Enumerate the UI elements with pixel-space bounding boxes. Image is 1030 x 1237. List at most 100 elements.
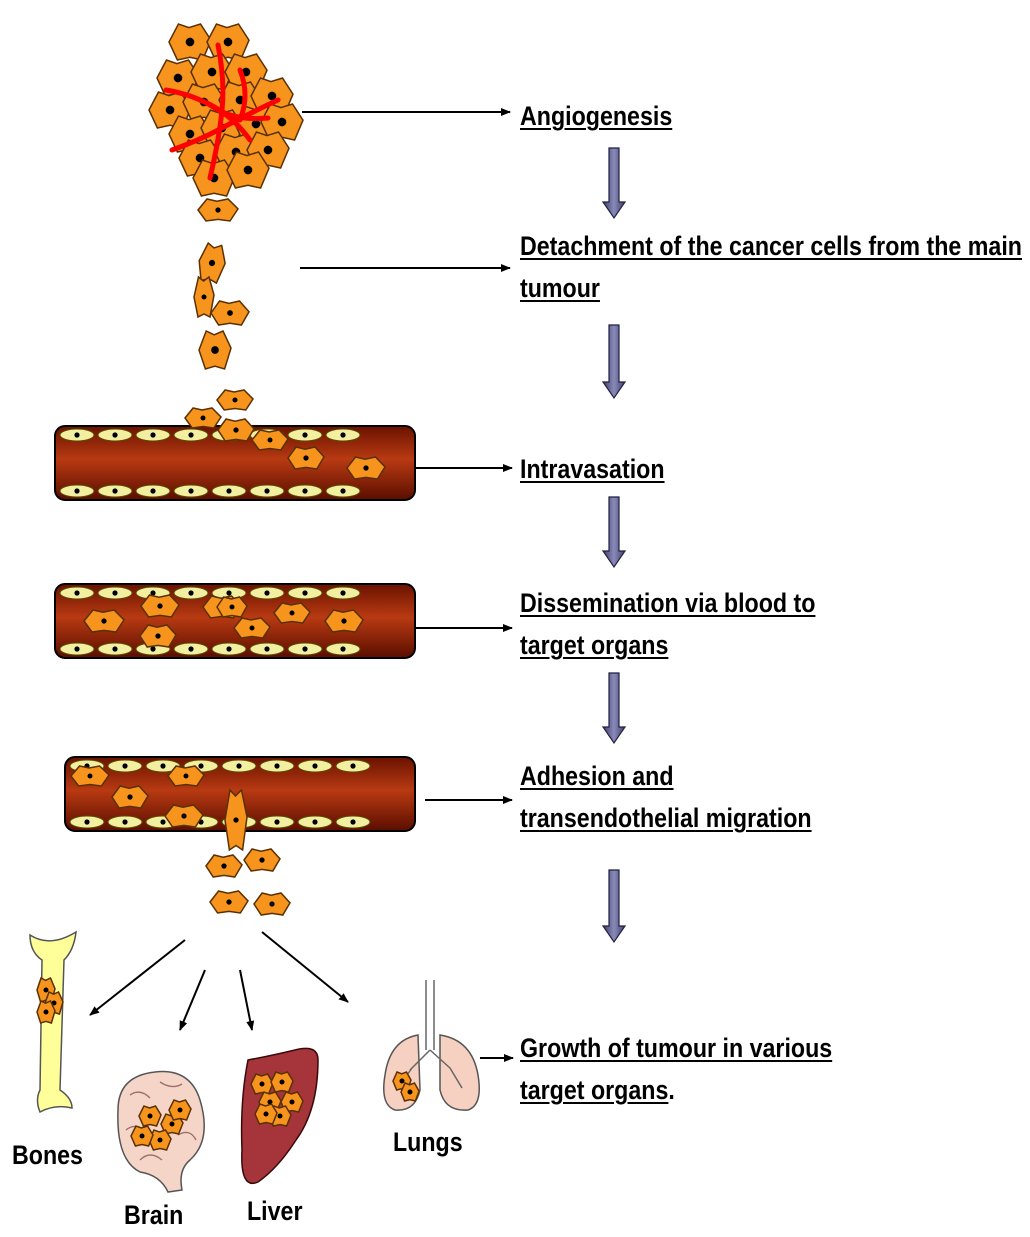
vessel-intravasation bbox=[55, 390, 415, 500]
vessel-adhesion bbox=[65, 757, 415, 850]
extravasated-cell bbox=[206, 855, 242, 877]
brain-tumour-cell bbox=[131, 1126, 153, 1146]
endothelial-cell-top bbox=[260, 760, 294, 772]
down-arrow-icon bbox=[240, 970, 252, 1030]
tumour-cell bbox=[169, 24, 211, 60]
detached-cell bbox=[199, 331, 231, 369]
circulating-cell bbox=[140, 625, 176, 647]
endothelial-cell-top bbox=[250, 587, 284, 599]
circulating-cell bbox=[84, 610, 124, 632]
step-dissemination: Dissemination via blood to target organs bbox=[520, 582, 815, 666]
down-arrow-icon bbox=[603, 673, 625, 743]
endothelial-cell-top bbox=[288, 587, 322, 599]
liver-tumour-cell bbox=[255, 1104, 277, 1124]
label-liver: Liver bbox=[247, 1196, 303, 1227]
detached-cell bbox=[211, 301, 249, 325]
endothelial-cell-bottom bbox=[70, 816, 104, 828]
endothelial-cell-top bbox=[98, 429, 132, 441]
endothelial-cell-bottom bbox=[108, 816, 142, 828]
detached-cell bbox=[198, 199, 238, 221]
migrating-cell bbox=[225, 790, 247, 850]
endothelial-cell-bottom bbox=[174, 643, 208, 655]
step-growth-line-2: target organs bbox=[520, 1075, 668, 1105]
lung-tumour-cell bbox=[401, 1083, 419, 1101]
down-arrow-icon bbox=[603, 325, 625, 398]
circulating-cell bbox=[71, 766, 109, 786]
circulating-cell bbox=[168, 766, 204, 786]
tumour-cell bbox=[261, 104, 303, 140]
intravasating-cell bbox=[252, 430, 288, 450]
blood-vessels bbox=[55, 390, 415, 850]
endothelial-cell-bottom bbox=[288, 643, 322, 655]
down-arrow-icon bbox=[603, 870, 625, 942]
bone-tumour-cell bbox=[37, 1001, 55, 1023]
intravasating-cell bbox=[347, 457, 385, 479]
endothelial-cell-top bbox=[326, 587, 360, 599]
step-adhesion-line-1: Adhesion and bbox=[520, 761, 674, 791]
endothelial-cell-bottom bbox=[288, 485, 322, 497]
step-angiogenesis: Angiogenesis bbox=[520, 95, 672, 137]
endothelial-cell-top bbox=[98, 587, 132, 599]
extravasated-cell bbox=[210, 891, 248, 913]
vessel-dissemination bbox=[55, 584, 415, 658]
endothelial-cell-bottom bbox=[60, 485, 94, 497]
brain-tumour-cell bbox=[139, 1106, 161, 1126]
endothelial-cell-bottom bbox=[326, 485, 360, 497]
endothelial-cell-top bbox=[108, 760, 142, 772]
endothelial-cell-top bbox=[326, 429, 360, 441]
circulating-cell bbox=[234, 618, 270, 638]
intravasating-cell bbox=[185, 408, 221, 428]
endothelial-cell-top bbox=[60, 429, 94, 441]
endothelial-cell-bottom bbox=[98, 643, 132, 655]
intravasating-cell bbox=[217, 390, 253, 410]
endothelial-cell-bottom bbox=[336, 816, 370, 828]
step-growth: Growth of tumour in various target organ… bbox=[520, 1027, 832, 1111]
tumour-cell bbox=[227, 152, 269, 188]
endothelial-cell-bottom bbox=[326, 643, 360, 655]
bone-icon bbox=[30, 932, 76, 1112]
down-left-arrow-icon bbox=[180, 970, 205, 1030]
endothelial-cell-bottom bbox=[250, 485, 284, 497]
endothelial-cell-bottom bbox=[174, 485, 208, 497]
step-adhesion-line-2: transendothelial migration bbox=[520, 803, 812, 833]
down-arrow-icon bbox=[603, 148, 625, 218]
endothelial-cell-top bbox=[174, 429, 208, 441]
endothelial-cell-bottom bbox=[260, 816, 294, 828]
endothelial-cell-bottom bbox=[98, 485, 132, 497]
label-lungs: Lungs bbox=[393, 1127, 463, 1158]
liver-tumour-cell bbox=[271, 1072, 293, 1092]
step-detachment: Detachment of the cancer cells from the … bbox=[520, 225, 1022, 309]
endothelial-cell-bottom bbox=[212, 485, 246, 497]
step-detachment-line-1: Detachment of the cancer cells from the … bbox=[520, 231, 1022, 261]
endothelial-cell-top bbox=[336, 760, 370, 772]
extravasated-cell bbox=[244, 849, 280, 871]
circulating-cell bbox=[165, 805, 203, 827]
step-dissemination-line-1: Dissemination via blood to bbox=[520, 588, 815, 618]
endothelial-cell-top bbox=[222, 760, 256, 772]
label-brain: Brain bbox=[124, 1200, 183, 1231]
primary-tumour bbox=[149, 24, 303, 196]
endothelial-cell-top bbox=[136, 429, 170, 441]
intravasating-cell bbox=[218, 419, 254, 441]
down-left-arrow-icon bbox=[90, 940, 185, 1015]
tumour-cell bbox=[207, 24, 249, 60]
step-growth-line-1: Growth of tumour in various bbox=[520, 1033, 832, 1063]
brain-icon bbox=[118, 1072, 204, 1192]
endothelial-cell-bottom bbox=[212, 643, 246, 655]
endothelial-cell-top bbox=[60, 587, 94, 599]
lungs-icon bbox=[384, 980, 480, 1110]
endothelial-cell-top bbox=[174, 587, 208, 599]
brain-tumour-cell bbox=[169, 1100, 191, 1120]
endothelial-cell-bottom bbox=[250, 643, 284, 655]
detached-cell bbox=[194, 277, 214, 317]
step-angiogenesis-line-1: Angiogenesis bbox=[520, 101, 672, 131]
down-arrow-icon bbox=[603, 497, 625, 567]
step-intravasation: Intravasation bbox=[520, 448, 665, 490]
circulating-cell bbox=[325, 610, 363, 632]
step-adhesion: Adhesion and transendothelial migration bbox=[520, 755, 812, 839]
circulating-cell bbox=[217, 597, 247, 617]
endothelial-cell-top bbox=[288, 429, 322, 441]
endothelial-cell-bottom bbox=[60, 643, 94, 655]
down-right-arrow-icon bbox=[262, 932, 348, 1002]
